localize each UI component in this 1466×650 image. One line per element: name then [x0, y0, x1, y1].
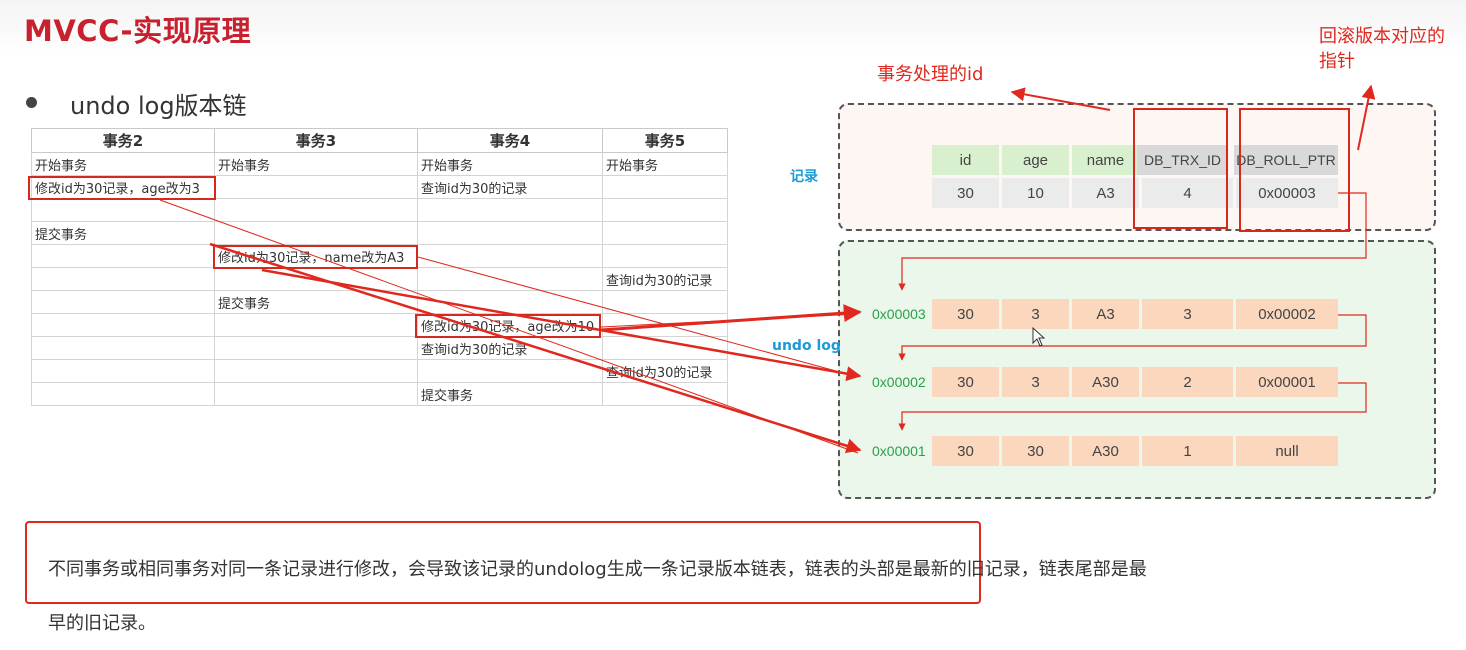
- ptr-0x00002-to-0x00001: [898, 382, 1367, 431]
- record-age: 10: [1002, 178, 1069, 208]
- note-line1: 不同事务或相同事务对同一条记录进行修改，会导致该记录的undolog生成一条记录…: [48, 559, 1147, 580]
- record-trx-id: 4: [1142, 178, 1233, 208]
- undo-cell: 30: [932, 367, 999, 397]
- undo-cell: A30: [1072, 436, 1139, 466]
- undo-cell: 1: [1142, 436, 1233, 466]
- undo-cell: 3: [1142, 299, 1233, 329]
- col-header: 事务4: [417, 128, 603, 153]
- annotation-roll-ptr-line1: 回滚版本对应的: [1319, 26, 1445, 47]
- ptr-record-to-0x00003: [898, 192, 1367, 291]
- link-line-trx2: [159, 199, 859, 454]
- table-row: 查询id为30的记录: [31, 359, 728, 383]
- col-header: 事务5: [602, 128, 728, 153]
- undo-addr: 0x00001: [872, 443, 926, 459]
- arrow-to-0x00002: [261, 268, 862, 382]
- note-highlight-box: [25, 521, 981, 604]
- undo-cell: A3: [1072, 299, 1139, 329]
- annotation-roll-ptr-line2: 指针: [1319, 51, 1355, 72]
- table-cell: 查询id为30的记录: [417, 175, 603, 199]
- highlight-trx4-update: [415, 314, 601, 338]
- undo-cell: 3: [1002, 299, 1069, 329]
- undo-log-label: undo log: [772, 338, 841, 354]
- top-bar: [0, 0, 1466, 56]
- record-roll-ptr: 0x00003: [1236, 178, 1338, 208]
- table-cell: 开始事务: [31, 152, 215, 176]
- table-row: 提交事务: [31, 221, 728, 245]
- table-cell: 开始事务: [417, 152, 603, 176]
- record-label: 记录: [790, 169, 818, 185]
- arrow-trx-annotation: [1010, 87, 1111, 111]
- undo-addr: 0x00003: [872, 306, 926, 322]
- table-row: 修改id为30记录，age改为10: [31, 313, 728, 337]
- undo-cell: null: [1236, 436, 1338, 466]
- ptr-0x00003-to-0x00002: [898, 314, 1367, 361]
- arrow-ptr-annotation: [1357, 84, 1376, 151]
- link-line-trx3: [417, 256, 859, 378]
- record-name: A3: [1072, 178, 1139, 208]
- undo-cell: 0x00001: [1236, 367, 1338, 397]
- note-line2: 早的旧记录。: [48, 613, 156, 634]
- undo-cell: 0x00002: [1236, 299, 1338, 329]
- header-id: id: [932, 145, 999, 175]
- table-cell: 开始事务: [214, 152, 418, 176]
- table-cell: [602, 244, 728, 268]
- table-cell: [214, 382, 418, 406]
- table-cell: 提交事务: [214, 290, 418, 314]
- page-title: MVCC-实现原理: [24, 14, 252, 48]
- undo-cell: 30: [1002, 436, 1069, 466]
- table-row: 查询id为30的记录: [31, 336, 728, 360]
- arrow-to-0x00003: [600, 304, 862, 332]
- undo-cell: 30: [932, 299, 999, 329]
- header-db-roll-ptr: DB_ROLL_PTR: [1234, 145, 1338, 175]
- highlight-roll-ptr-column: [1239, 108, 1350, 232]
- highlight-trx2-update: [28, 176, 216, 200]
- section-subtitle: undo log版本链: [70, 92, 247, 120]
- header-db-trx-id: DB_TRX_ID: [1137, 145, 1228, 175]
- annotation-trx-id: 事务处理的id: [877, 64, 984, 85]
- undo-cell: 30: [932, 436, 999, 466]
- table-row: 提交事务: [31, 382, 728, 406]
- table-cell: [417, 267, 603, 291]
- arrow-to-0x00001: [209, 242, 862, 454]
- table-cell: [602, 290, 728, 314]
- table-header-row: 事务2 事务3 事务4 事务5: [31, 128, 728, 153]
- highlight-trx-id-column: [1133, 108, 1228, 229]
- record-id: 30: [932, 178, 999, 208]
- mouse-cursor-icon: [1032, 326, 1046, 347]
- header-age: age: [1002, 145, 1069, 175]
- undo-addr: 0x00002: [872, 374, 926, 390]
- undo-cell: 2: [1142, 367, 1233, 397]
- table-cell: [31, 382, 215, 406]
- undo-cell: A30: [1072, 367, 1139, 397]
- highlight-trx3-update: [213, 245, 418, 269]
- bullet-icon: [26, 97, 37, 108]
- undo-cell: 3: [1002, 367, 1069, 397]
- header-name: name: [1072, 145, 1139, 175]
- table-row: 开始事务开始事务开始事务开始事务: [31, 152, 728, 176]
- table-cell: [417, 359, 603, 383]
- table-cell: 提交事务: [417, 382, 603, 406]
